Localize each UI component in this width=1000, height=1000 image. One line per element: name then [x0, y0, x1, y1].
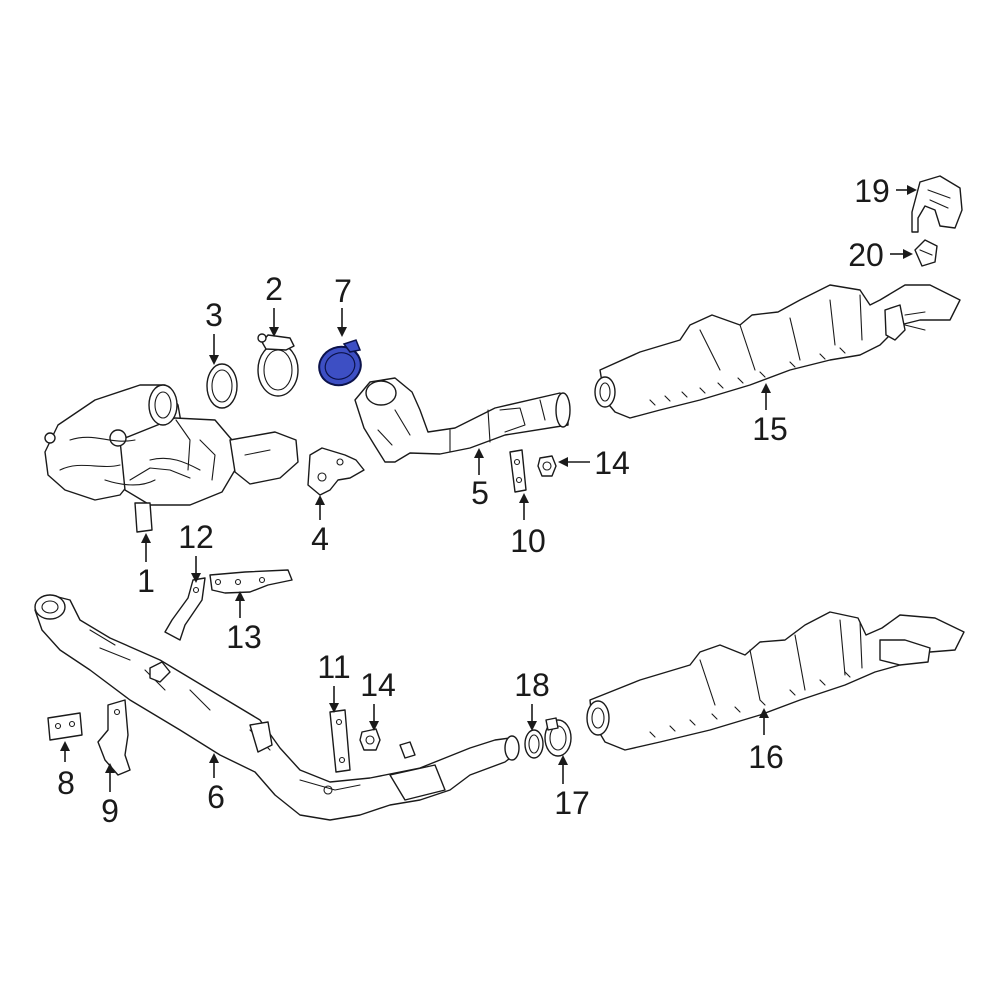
part-1-manifold-converter[interactable] — [44, 384, 299, 533]
part-8-bracket[interactable] — [47, 712, 83, 741]
part-3-gasket[interactable] — [206, 363, 238, 409]
callout-7: 7 — [334, 273, 352, 309]
part-15-muffler-upper[interactable] — [594, 284, 961, 419]
callout-6: 6 — [207, 779, 225, 815]
part-14-bolt-upper[interactable] — [537, 455, 557, 477]
callout-19: 19 — [854, 173, 890, 209]
part-11-hanger[interactable] — [329, 709, 351, 773]
callout-11: 11 — [317, 649, 350, 685]
callout-14-lower: 14 — [360, 667, 396, 703]
leader-lines — [60, 185, 917, 792]
callout-4: 4 — [311, 521, 329, 557]
callout-14-upper: 14 — [594, 445, 630, 481]
callout-8: 8 — [57, 765, 75, 801]
part-16-muffler-lower[interactable] — [586, 611, 965, 751]
part-14-bolt-lower[interactable] — [359, 728, 381, 751]
part-17-clamp[interactable] — [544, 717, 572, 757]
part-10-hanger[interactable] — [509, 449, 527, 493]
part-2-clamp[interactable] — [257, 333, 299, 397]
part-5-front-pipe[interactable] — [354, 377, 571, 463]
callout-17: 17 — [554, 785, 590, 821]
part-9-bracket[interactable] — [97, 699, 131, 776]
callout-16: 16 — [748, 739, 784, 775]
part-12-bracket[interactable] — [164, 577, 206, 641]
part-13-bracket[interactable] — [209, 569, 293, 594]
callout-10: 10 — [510, 523, 546, 559]
callout-5: 5 — [471, 475, 489, 511]
callout-labels: 1 2 3 4 5 6 7 8 9 10 11 12 13 14 14 15 1… — [57, 173, 890, 829]
callout-15: 15 — [752, 411, 788, 447]
part-6-intermediate-pipe[interactable] — [34, 594, 520, 821]
part-4-bracket[interactable] — [307, 447, 365, 496]
callout-3: 3 — [205, 297, 223, 333]
callout-12: 12 — [178, 519, 214, 555]
part-18-gasket[interactable] — [524, 729, 544, 759]
part-19-bracket[interactable] — [911, 175, 963, 233]
callout-2: 2 — [265, 271, 283, 307]
callout-13: 13 — [226, 619, 262, 655]
part-7-gasket-highlighted[interactable] — [314, 339, 366, 391]
callout-9: 9 — [101, 793, 119, 829]
callout-18: 18 — [514, 667, 550, 703]
callout-20: 20 — [848, 237, 884, 273]
part-20-isolator[interactable] — [914, 239, 938, 267]
callout-1: 1 — [137, 563, 155, 599]
